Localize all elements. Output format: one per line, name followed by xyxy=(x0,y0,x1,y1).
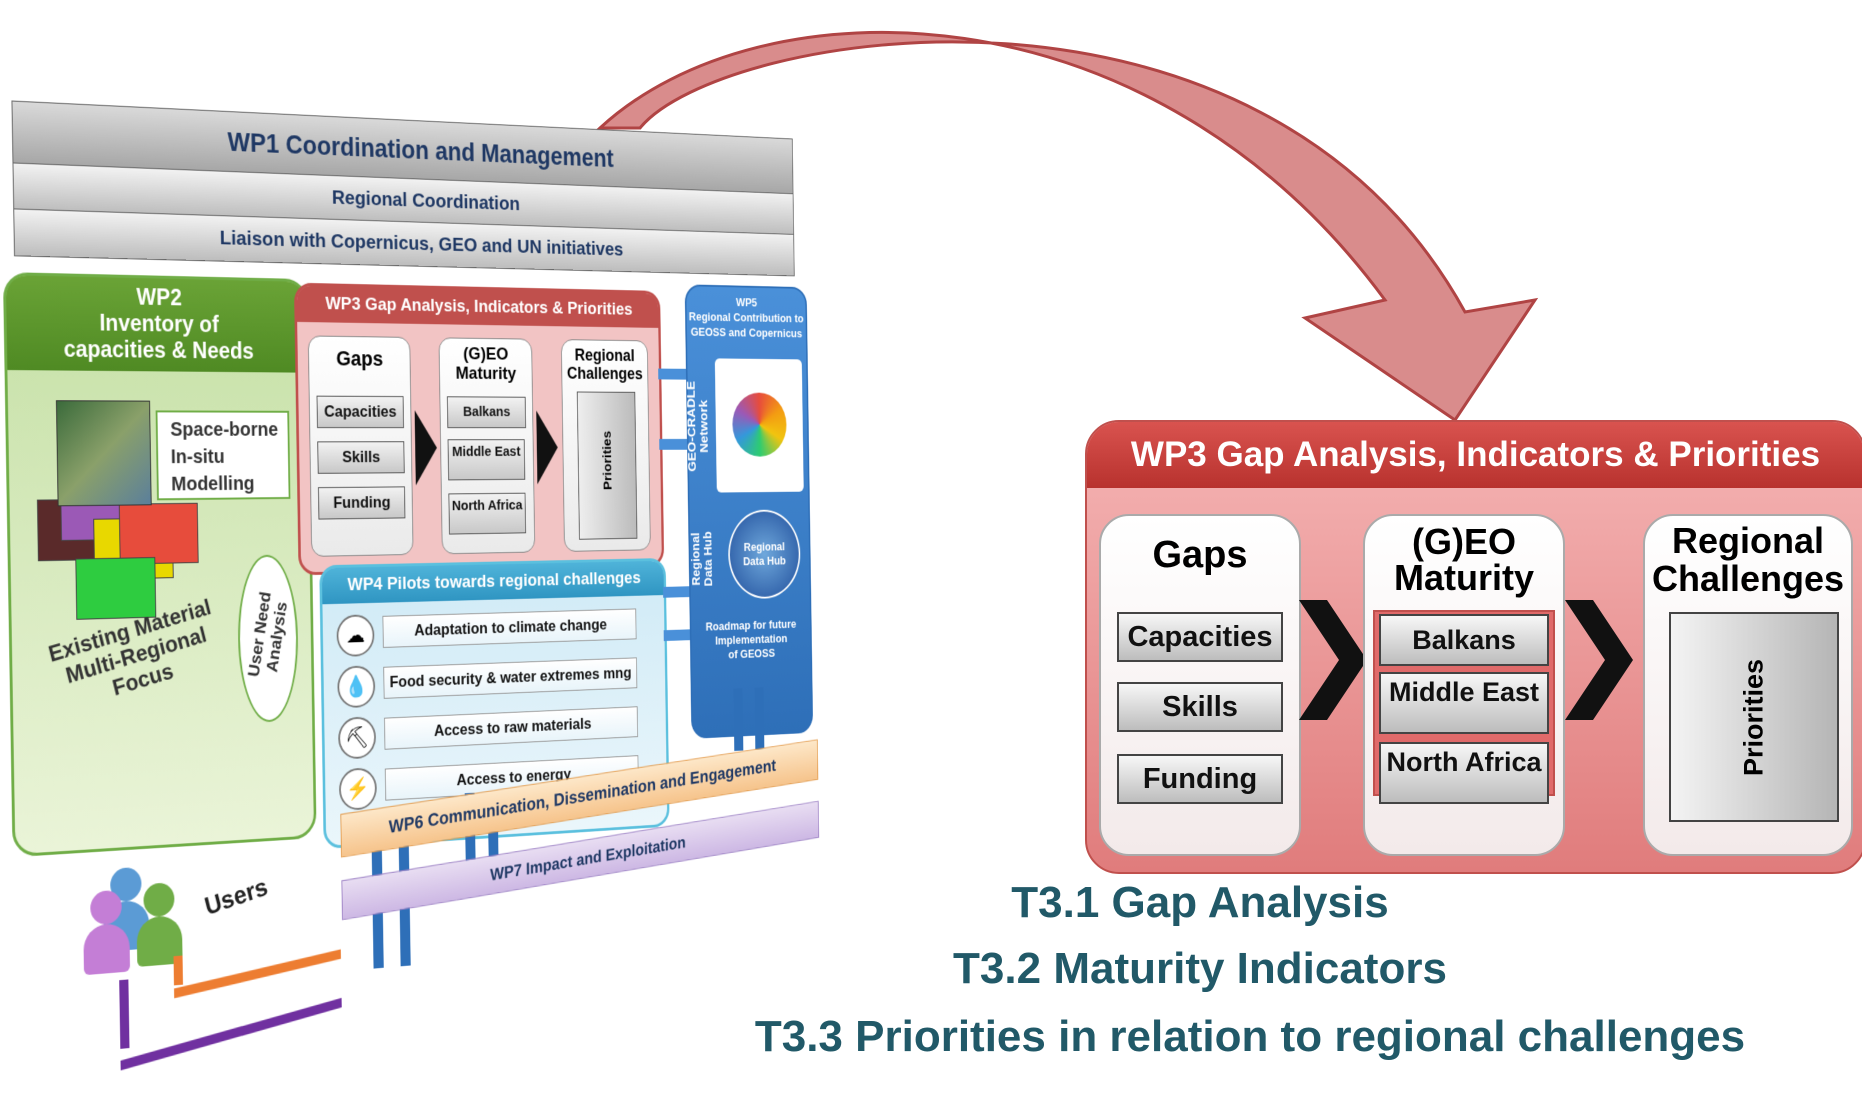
hub-side-line2: Data Hub xyxy=(701,519,714,600)
arrow-right-icon xyxy=(664,629,690,641)
workpackage-diagram: WP1 Coordination and Management Regional… xyxy=(0,0,841,1107)
wp5-title-line3: GEOSS and Copernicus xyxy=(687,324,806,341)
chevron-right-icon xyxy=(415,410,438,485)
detail-maturity-middle-east: Middle East xyxy=(1379,672,1549,734)
energy-icon: ⚡ xyxy=(339,767,377,811)
maturity-title-line2: Maturity xyxy=(440,364,532,384)
network-graphic xyxy=(715,358,804,492)
arrow-orange-icon xyxy=(174,955,183,985)
arrow-vertical-icon xyxy=(733,688,743,751)
challenges-title: Regional Challenges xyxy=(562,346,648,383)
challenges-column: Regional Challenges Priorities xyxy=(561,339,651,552)
map-layer-icon xyxy=(75,557,156,620)
maturity-middle-east: Middle East xyxy=(448,439,526,480)
network-label-line2: Network xyxy=(698,377,712,476)
user-body-icon xyxy=(83,922,130,975)
wp5-box: WP5 Regional Contribution to GEOSS and C… xyxy=(685,284,813,739)
arrow-right-icon xyxy=(658,369,686,380)
hub-side-line1: Regional xyxy=(689,519,702,600)
priorities-label: Priorities xyxy=(600,404,615,517)
source-in-situ: In-situ xyxy=(171,443,289,471)
arrow-purple-icon xyxy=(119,979,129,1048)
detail-maturity-column: (G)EO Maturity Balkans Middle East North… xyxy=(1363,514,1565,856)
detail-challenges-title: Regional Challenges xyxy=(1645,522,1851,598)
task-3-2: T3.2 Maturity Indicators xyxy=(600,944,1800,994)
gap-skills: Skills xyxy=(317,441,404,474)
hub-disc-line1: Regional xyxy=(730,539,799,555)
detail-maturity-title-line2: Maturity xyxy=(1365,560,1563,596)
detail-gap-skills: Skills xyxy=(1117,682,1283,732)
source-modelling: Modelling xyxy=(171,470,289,498)
detail-gap-funding: Funding xyxy=(1117,754,1283,804)
challenges-title-line2: Challenges xyxy=(562,364,647,383)
arrow-orange-icon xyxy=(174,949,341,998)
task-3-3: T3.3 Priorities in relation to regional … xyxy=(640,1012,1860,1062)
wp3-detail-header: WP3 Gap Analysis, Indicators & Prioritie… xyxy=(1087,422,1862,488)
detail-challenges-column: Regional Challenges Priorities xyxy=(1643,514,1853,856)
maturity-balkans: Balkans xyxy=(447,396,526,428)
map-layer-icon xyxy=(119,503,199,565)
wp2-header-line3: capacities & Needs xyxy=(7,335,307,365)
wp3-small-header: WP3 Gap Analysis, Indicators & Prioritie… xyxy=(297,286,659,328)
arrow-purple-icon xyxy=(121,998,342,1071)
data-sources-box: Space-borne In-situ Modelling xyxy=(156,410,291,500)
detail-challenges-title-line2: Challenges xyxy=(1645,560,1851,598)
chevron-right-icon xyxy=(1565,600,1635,720)
maturity-title: (G)EO Maturity xyxy=(439,344,531,384)
arrow-vertical-icon xyxy=(754,687,764,750)
detail-gap-capacities: Capacities xyxy=(1117,612,1283,662)
chevron-right-icon xyxy=(1299,600,1369,720)
arrow-right-icon xyxy=(659,439,687,450)
geo-cradle-network-label: GEO-CRADLE Network xyxy=(685,377,711,476)
wp3-detail-panel: WP3 Gap Analysis, Indicators & Prioritie… xyxy=(1085,420,1862,874)
maturity-north-africa: North Africa xyxy=(448,493,526,535)
users-label: Users xyxy=(202,872,271,922)
wp2-header: WP2 Inventory of capacities & Needs xyxy=(6,275,307,373)
climate-icon: ☁ xyxy=(336,614,374,657)
roadmap-line3: of GEOSS xyxy=(695,645,808,663)
network-wheel-icon xyxy=(732,392,787,456)
detail-priorities-label: Priorities xyxy=(1739,615,1770,821)
maturity-title-line1: (G)EO xyxy=(439,344,531,365)
gap-capacities: Capacities xyxy=(317,396,404,428)
hub-disc-line2: Data Hub xyxy=(730,553,799,569)
regional-data-hub-disc: Regional Data Hub xyxy=(728,509,801,599)
wp2-header-line2: Inventory of xyxy=(6,308,306,339)
roadmap-text: Roadmap for future Implementation of GEO… xyxy=(694,617,807,664)
user-head-icon xyxy=(143,882,174,917)
detail-priorities-box: Priorities xyxy=(1669,612,1839,822)
task-3-1: T3.1 Gap Analysis xyxy=(600,878,1800,928)
challenges-title-line1: Regional xyxy=(562,346,647,365)
satellite-image-icon xyxy=(56,400,152,506)
wp3-small-box: WP3 Gap Analysis, Indicators & Prioritie… xyxy=(294,283,664,576)
detail-gaps-column: Gaps Capacities Skills Funding xyxy=(1099,514,1301,856)
wp4-header: WP4 Pilots towards regional challenges xyxy=(322,561,664,605)
source-space-borne: Space-borne xyxy=(170,416,288,443)
chevron-right-icon xyxy=(536,411,558,485)
arrow-left-icon xyxy=(663,586,689,597)
pilot-food-water: Food security & water extremes mng xyxy=(383,657,637,698)
gap-funding: Funding xyxy=(318,486,405,519)
detail-challenges-title-line1: Regional xyxy=(1645,522,1851,560)
regional-data-hub-label: Regional Data Hub xyxy=(689,519,715,600)
detail-maturity-balkans: Balkans xyxy=(1379,614,1549,666)
detail-maturity-title: (G)EO Maturity xyxy=(1365,524,1563,596)
detail-maturity-title-line1: (G)EO xyxy=(1365,524,1563,560)
user-need-label: User Need Analysis xyxy=(241,566,295,705)
food-water-icon: 💧 xyxy=(337,665,375,708)
wp5-title: WP5 Regional Contribution to GEOSS and C… xyxy=(686,293,806,341)
detail-gaps-title: Gaps xyxy=(1101,534,1299,577)
raw-materials-icon: ⛏ xyxy=(338,716,376,759)
detail-maturity-north-africa: North Africa xyxy=(1379,742,1549,804)
gaps-column: Gaps Capacities Skills Funding xyxy=(308,335,414,556)
priorities-box: Priorities xyxy=(577,392,638,540)
gaps-title: Gaps xyxy=(309,346,410,372)
pilot-climate: Adaptation to climate change xyxy=(382,608,636,647)
pilot-raw-materials: Access to raw materials xyxy=(384,706,638,749)
maturity-column: (G)EO Maturity Balkans Middle East North… xyxy=(439,337,536,554)
